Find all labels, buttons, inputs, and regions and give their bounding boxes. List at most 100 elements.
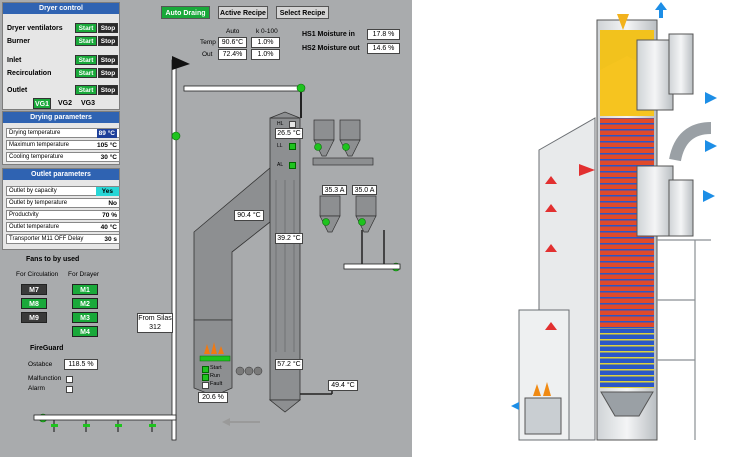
- valve-vg3-button[interactable]: VG3: [79, 98, 97, 109]
- productivity-label: Productvity: [9, 212, 39, 218]
- outlet-temp-setpoint-value: 40 °C: [100, 224, 117, 231]
- drying-temp-value: 89 °C: [96, 129, 117, 138]
- fans-dryer-label: For Drayer: [68, 271, 100, 278]
- burner-run-label: Run: [210, 373, 221, 379]
- level-al-label: AL: [277, 162, 284, 168]
- drying-parameters-panel: Drying parameters Drying temperature 89 …: [2, 111, 120, 165]
- temp-k-value[interactable]: 1.0%: [251, 37, 280, 48]
- burner-start-label: Start: [210, 365, 222, 371]
- fans-title: Fans to by used: [26, 256, 80, 263]
- dryer-control-title: Dryer control: [3, 3, 119, 14]
- from-silos-value: 312: [149, 324, 161, 331]
- fan-m1-button[interactable]: M1: [72, 284, 98, 295]
- outlet-stop-button[interactable]: Stop: [98, 85, 118, 95]
- temp-value: 90.6°C: [218, 37, 247, 48]
- cooling-temp-value: 30 °C: [100, 154, 117, 161]
- burner-run-lamp: [202, 374, 209, 381]
- burner-fault-label: Fault: [210, 381, 223, 387]
- alarm-indicator: [66, 386, 73, 393]
- max-temp-label: Maximum temperature: [9, 142, 70, 148]
- scada-panel: Dryer control Dryer ventilators Start St…: [0, 0, 412, 457]
- outlet-temp-setpoint-row[interactable]: Outlet temperature 40 °C: [6, 222, 120, 232]
- alarm-label: Alarm: [28, 385, 45, 392]
- fireguard-distance-label: Ostabce: [28, 361, 53, 368]
- tower-mid-temp: 39.2 °C: [275, 233, 303, 244]
- malfunction-label: Malfunction: [28, 375, 62, 382]
- temp-label: Temp: [200, 39, 216, 46]
- auto-column-label: Auto: [226, 28, 240, 35]
- fan-m3-button[interactable]: M3: [72, 312, 98, 323]
- moisture-in-value: 17.8 %: [367, 29, 400, 40]
- recirculation-stop-button[interactable]: Stop: [98, 68, 118, 78]
- row-label-outlet: Outlet: [7, 87, 28, 94]
- fan-m4-button[interactable]: M4: [72, 326, 98, 337]
- row-label-recirculation: Recirculation: [7, 70, 52, 77]
- outlet-capacity-row[interactable]: Outlet by capacity Yes: [6, 186, 120, 196]
- row-label-burner: Burner: [7, 38, 30, 45]
- drying-temp-label: Drying temperature: [9, 130, 61, 136]
- process-diagram: [33, 56, 401, 441]
- cooling-temp-label: Cooling temperature: [9, 154, 64, 160]
- transporter-delay-row[interactable]: Transporter M11 OFF Delay 30 s: [6, 234, 120, 244]
- outlet-capacity-value: Yes: [95, 187, 119, 196]
- outlet-capacity-label: Outlet by capacity: [9, 188, 57, 194]
- out-k-value[interactable]: 1.0%: [251, 49, 280, 60]
- burner-output-value: 20.6 %: [198, 392, 228, 403]
- fan-m7-button[interactable]: M7: [21, 284, 47, 295]
- outlet-parameters-title: Outlet parameters: [3, 169, 119, 180]
- left-duct-temp: 90.4 °C: [234, 210, 264, 221]
- burner-fault-lamp: [202, 382, 209, 389]
- transporter-delay-value: 30 s: [104, 236, 117, 243]
- inlet-stop-button[interactable]: Stop: [98, 55, 118, 65]
- dryer-control-panel: Dryer control Dryer ventilators Start St…: [2, 2, 120, 110]
- ventilators-stop-button[interactable]: Stop: [98, 23, 118, 33]
- outlet-temperature-label: Outlet by temperature: [9, 200, 68, 206]
- fireguard-distance-value: 118.5 %: [64, 359, 98, 370]
- drying-temp-row[interactable]: Drying temperature 89 °C: [6, 128, 120, 138]
- level-hl-label: HL: [277, 121, 284, 127]
- moisture-out-label: HS2 Moisture out: [302, 45, 360, 52]
- out-label: Out: [202, 51, 213, 58]
- inlet-start-button[interactable]: Start: [75, 55, 97, 65]
- outlet-temp-setpoint-label: Outlet temperature: [9, 224, 60, 230]
- level-hl-lamp: [289, 121, 296, 128]
- ventilators-start-button[interactable]: Start: [75, 23, 97, 33]
- cooling-temp-row[interactable]: Cooling temperature 30 °C: [6, 152, 120, 162]
- productivity-value: 70 %: [102, 212, 117, 219]
- from-silos-label: From Silas: [138, 315, 172, 322]
- productivity-row[interactable]: Productvity 70 %: [6, 210, 120, 220]
- valve-vg1-button[interactable]: VG1: [33, 98, 51, 109]
- max-temp-value: 105 °C: [97, 142, 117, 149]
- tower-top-temp: 26.5 °C: [275, 128, 303, 139]
- fan-current-2: 35.0 A: [352, 185, 377, 195]
- max-temp-row[interactable]: Maximum temperature 105 °C: [6, 140, 120, 150]
- burner-stop-button[interactable]: Stop: [98, 36, 118, 46]
- row-label-inlet: Inlet: [7, 57, 22, 64]
- drying-parameters-title: Drying parameters: [3, 112, 119, 123]
- row-label-ventilators: Dryer ventilators: [7, 25, 63, 32]
- select-recipe-button[interactable]: Select Recipe: [276, 6, 329, 19]
- moisture-in-label: HS1 Moisture in: [302, 31, 355, 38]
- burner-start-button[interactable]: Start: [75, 36, 97, 46]
- fans-circulation-label: For Circulation: [16, 271, 59, 278]
- outlet-temperature-row[interactable]: Outlet by temperature No: [6, 198, 120, 208]
- outlet-start-button[interactable]: Start: [75, 85, 97, 95]
- fan-m8-button[interactable]: M8: [21, 298, 47, 309]
- fireguard-title: FireGuard: [30, 345, 64, 352]
- level-al-lamp: [289, 162, 296, 169]
- k-column-label: k 0-100: [256, 28, 278, 35]
- level-ll-label: LL: [277, 143, 283, 149]
- recirculation-start-button[interactable]: Start: [75, 68, 97, 78]
- active-recipe-button[interactable]: Active Recipe: [218, 6, 268, 19]
- fan-m2-button[interactable]: M2: [72, 298, 98, 309]
- fan-m9-button[interactable]: M9: [21, 312, 47, 323]
- transporter-delay-label: Transporter M11 OFF Delay: [9, 236, 84, 242]
- burner-start-lamp: [202, 366, 209, 373]
- malfunction-indicator: [66, 376, 73, 383]
- level-ll-lamp: [289, 143, 296, 150]
- out-value: 72.4%: [218, 49, 247, 60]
- valve-vg2-button[interactable]: VG2: [56, 98, 74, 109]
- outlet-temperature-value: No: [108, 200, 117, 207]
- auto-drying-button[interactable]: Auto Draing: [161, 6, 210, 19]
- outlet-temp-readout: 49.4 °C: [328, 380, 358, 391]
